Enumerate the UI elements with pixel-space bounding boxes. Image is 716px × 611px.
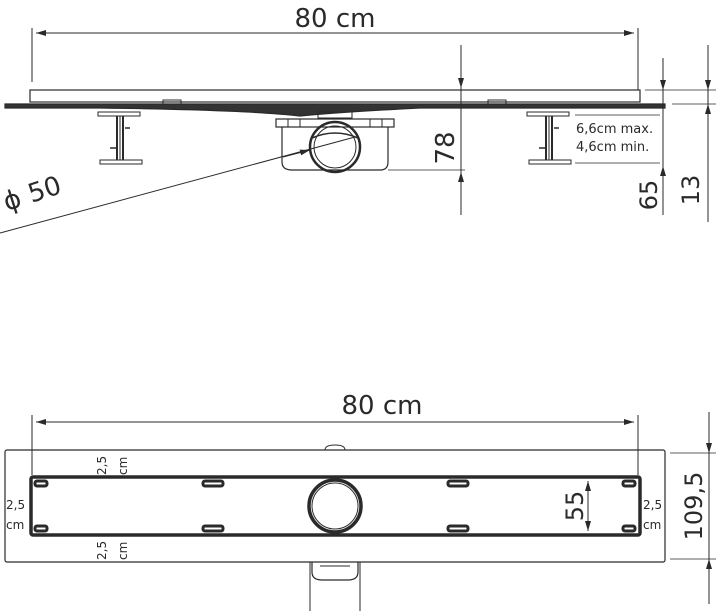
right-margin-value: 2,5 [643, 498, 662, 512]
right-adjustable-foot [526, 111, 572, 165]
left-margin-unit: cm [6, 518, 24, 532]
top-view [4, 412, 716, 611]
bottom-margin-unit: cm [116, 542, 130, 560]
diameter-value: 50 [24, 171, 65, 210]
siphon-body [275, 111, 395, 174]
right-margin-unit: cm [643, 518, 661, 532]
foot-max-label: 6,6cm max. [576, 122, 653, 137]
outer-width-label: 109,5 [680, 472, 708, 541]
bottom-margin-value: 2,5 [95, 541, 109, 560]
diameter-symbol: ϕ [0, 184, 25, 218]
left-margin-value: 2,5 [6, 498, 25, 512]
foot-min-label: 4,6cm min. [576, 140, 649, 155]
diameter-label: ϕ 50 [0, 171, 65, 218]
height-78-label: 78 [431, 131, 461, 164]
top-length-label: 80 cm [342, 391, 423, 421]
left-adjustable-foot [97, 111, 143, 165]
top-margin-unit: cm [116, 457, 130, 475]
height-13-label: 13 [677, 175, 705, 206]
side-length-label: 80 cm [295, 4, 376, 34]
side-view [0, 28, 716, 234]
height-65-label: 65 [635, 180, 663, 211]
top-margin-value: 2,5 [95, 456, 109, 475]
inner-width-label: 55 [561, 491, 589, 522]
